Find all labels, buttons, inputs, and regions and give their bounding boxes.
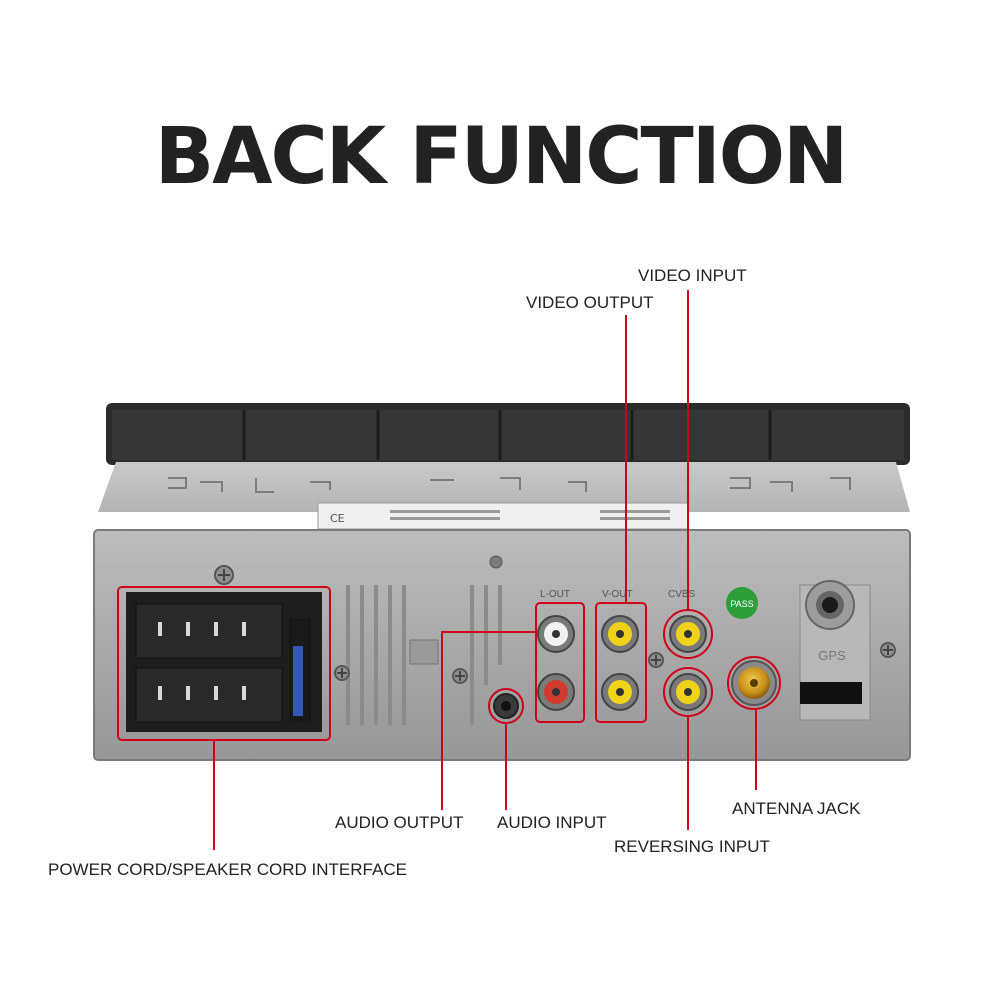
front-bezel xyxy=(106,403,910,465)
svg-text:CE: CE xyxy=(330,512,345,525)
callout-audio-input: AUDIO INPUT xyxy=(497,813,607,832)
pass-sticker: PASS xyxy=(726,587,758,619)
chassis-top: CE xyxy=(98,462,910,530)
callout-power-cord: POWER CORD/SPEAKER CORD INTERFACE xyxy=(48,860,407,879)
label-v-out: V-OUT xyxy=(602,589,633,600)
fuse-icon xyxy=(293,646,303,716)
screw-icon xyxy=(214,555,896,684)
page-title: BACK FUNCTION xyxy=(154,112,849,202)
callout-antenna-jack: ANTENNA JACK xyxy=(732,799,861,818)
callout-reversing-input: REVERSING INPUT xyxy=(614,837,770,856)
label-cvbs: CVBS xyxy=(668,589,696,600)
antenna-jack xyxy=(731,660,777,706)
label-gps: GPS xyxy=(818,648,846,663)
callout-video-input: VIDEO INPUT xyxy=(638,266,747,285)
svg-text:PASS: PASS xyxy=(730,599,753,609)
rca-jack-red xyxy=(537,673,575,711)
rca-jack-yellow xyxy=(601,615,707,711)
gps-jack: GPS xyxy=(800,580,862,704)
label-l-out: L-OUT xyxy=(540,589,570,600)
rca-jacks: L-OUT V-OUT CVBS xyxy=(537,589,707,711)
callout-audio-output: AUDIO OUTPUT xyxy=(335,813,464,832)
rca-jack-white xyxy=(537,615,575,653)
iso-connector xyxy=(126,592,322,732)
aux-jack xyxy=(493,693,519,719)
callout-lines xyxy=(117,290,781,850)
callout-video-output: VIDEO OUTPUT xyxy=(526,293,654,312)
